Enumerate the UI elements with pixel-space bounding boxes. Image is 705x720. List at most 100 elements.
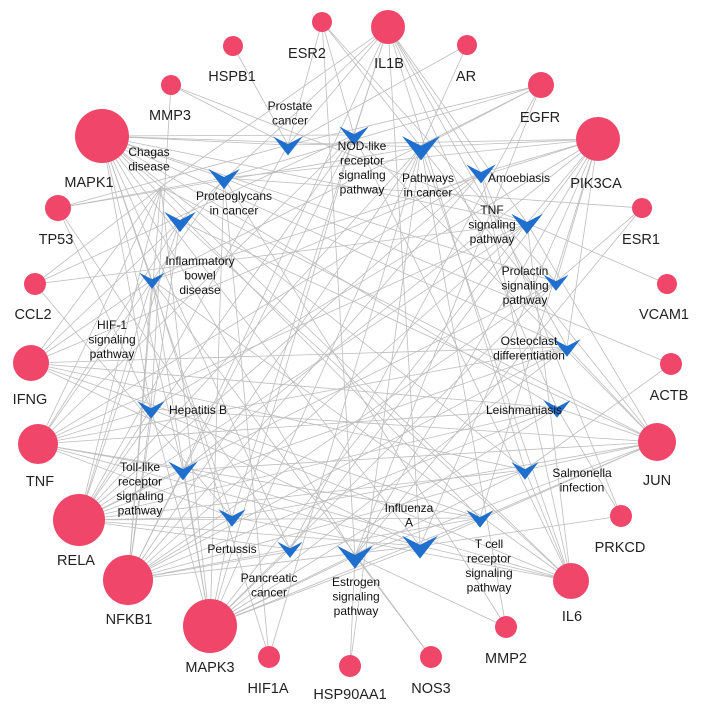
gene-node-egfr[interactable]: EGFR xyxy=(520,72,560,126)
edge-amoebiasis-prkcd xyxy=(480,172,622,517)
pathway-chevron-icon[interactable] xyxy=(402,535,438,559)
pathway-chevron-icon[interactable] xyxy=(511,213,543,235)
gene-node-il1b[interactable]: IL1B xyxy=(371,10,405,72)
gene-node-prkcd[interactable]: PRKCD xyxy=(595,505,646,556)
gene-circle[interactable] xyxy=(610,505,632,527)
pathway-chevron-icon[interactable] xyxy=(543,400,571,418)
pathway-chevron-icon[interactable] xyxy=(218,509,246,527)
pathway-chevron-icon[interactable] xyxy=(164,211,196,233)
pathway-chevron-icon[interactable] xyxy=(553,339,581,357)
gene-circle[interactable] xyxy=(45,195,71,221)
gene-circle[interactable] xyxy=(657,274,677,294)
gene-circle[interactable] xyxy=(183,599,237,653)
gene-circle[interactable] xyxy=(13,345,49,381)
pathway-label-line: receptor xyxy=(467,552,511,566)
pathway-chevron-icon[interactable] xyxy=(466,510,494,528)
pathway-chevron-icon[interactable] xyxy=(137,401,165,419)
gene-node-jun[interactable]: JUN xyxy=(638,423,676,489)
edge-salmonella-mapk1 xyxy=(101,135,526,471)
edge-salmonella-mapk3 xyxy=(209,469,526,627)
gene-node-hif1a[interactable]: HIF1A xyxy=(247,646,289,697)
gene-node-actb[interactable]: ACTB xyxy=(650,353,689,404)
gene-circle[interactable] xyxy=(223,36,243,56)
pathway-chevron-icon[interactable] xyxy=(139,272,165,289)
edge-chagas-tnf xyxy=(37,186,162,445)
gene-node-pik3ca[interactable]: PIK3CA xyxy=(570,117,622,192)
gene-node-hsp90aa1[interactable]: HSP90AA1 xyxy=(313,655,387,703)
pathway-chevron-icon[interactable] xyxy=(337,545,373,569)
gene-node-vcam1[interactable]: VCAM1 xyxy=(639,274,689,323)
gene-circle[interactable] xyxy=(161,75,181,95)
gene-node-rela[interactable]: RELA xyxy=(53,494,105,569)
pathway-node-amoebiasis[interactable]: Amoebiasis xyxy=(466,164,550,186)
gene-circle[interactable] xyxy=(420,646,442,668)
pathway-node-hepb[interactable]: Hepatitis B xyxy=(137,401,227,419)
gene-node-ifng[interactable]: IFNG xyxy=(13,345,49,408)
gene-circle[interactable] xyxy=(258,646,280,668)
gene-circle[interactable] xyxy=(75,109,129,163)
gene-node-tp53[interactable]: TP53 xyxy=(39,195,74,248)
pathway-chevron-icon[interactable] xyxy=(277,541,303,558)
gene-circle[interactable] xyxy=(576,117,620,161)
edge-pathways_cancer-ar xyxy=(420,44,468,148)
gene-node-nos3[interactable]: NOS3 xyxy=(411,646,451,697)
pathway-chevron-icon[interactable] xyxy=(466,164,496,184)
gene-node-tnf[interactable]: TNF xyxy=(18,424,58,490)
gene-node-esr1[interactable]: ESR1 xyxy=(622,198,660,248)
gene-node-il6[interactable]: IL6 xyxy=(553,563,589,625)
gene-node-mapk3[interactable]: MAPK3 xyxy=(183,599,237,676)
gene-circle[interactable] xyxy=(339,655,361,677)
edge-pathways_cancer-tp53 xyxy=(57,146,422,209)
gene-circle[interactable] xyxy=(638,423,676,461)
gene-node-ccl2[interactable]: CCL2 xyxy=(14,273,52,323)
edge-pathways_cancer-jun xyxy=(420,146,658,443)
gene-node-esr2[interactable]: ESR2 xyxy=(288,12,332,62)
gene-node-ar[interactable]: AR xyxy=(456,35,477,85)
gene-circle[interactable] xyxy=(632,198,652,218)
gene-node-mmp2[interactable]: MMP2 xyxy=(485,616,527,667)
pathway-chevron-icon[interactable] xyxy=(339,126,369,146)
pathway-chevron-icon[interactable] xyxy=(273,136,303,156)
gene-circle[interactable] xyxy=(553,563,589,599)
pathway-chevron-icon[interactable] xyxy=(208,168,240,190)
pathway-node-leish[interactable]: Leishmaniasis xyxy=(486,400,571,418)
gene-circle[interactable] xyxy=(371,10,405,44)
gene-circle[interactable] xyxy=(24,273,46,295)
gene-circle[interactable] xyxy=(528,72,554,98)
pathway-label-line: Salmonella xyxy=(552,466,612,480)
gene-circle[interactable] xyxy=(312,12,332,32)
pathway-chevron-icon[interactable] xyxy=(402,136,440,161)
gene-circle[interactable] xyxy=(53,494,105,546)
pathway-chevron-icon[interactable] xyxy=(168,461,198,481)
gene-circle[interactable] xyxy=(18,424,58,464)
gene-circle[interactable] xyxy=(495,616,517,638)
pathway-chevron-icon[interactable] xyxy=(543,274,569,291)
gene-circle[interactable] xyxy=(103,555,153,605)
gene-node-hspb1[interactable]: HSPB1 xyxy=(208,36,256,85)
gene-circle[interactable] xyxy=(660,353,682,375)
gene-node-nfkb1[interactable]: NFKB1 xyxy=(103,555,153,628)
pathway-chevron-icon[interactable] xyxy=(511,462,539,480)
gene-node-mmp3[interactable]: MMP3 xyxy=(149,75,191,124)
gene-circle[interactable] xyxy=(457,35,477,55)
pathway-label-line: cancer xyxy=(272,114,308,128)
pathway-node-pertussis[interactable]: Pertussis xyxy=(207,509,257,556)
gene-node-mapk1[interactable]: MAPK1 xyxy=(64,109,129,191)
